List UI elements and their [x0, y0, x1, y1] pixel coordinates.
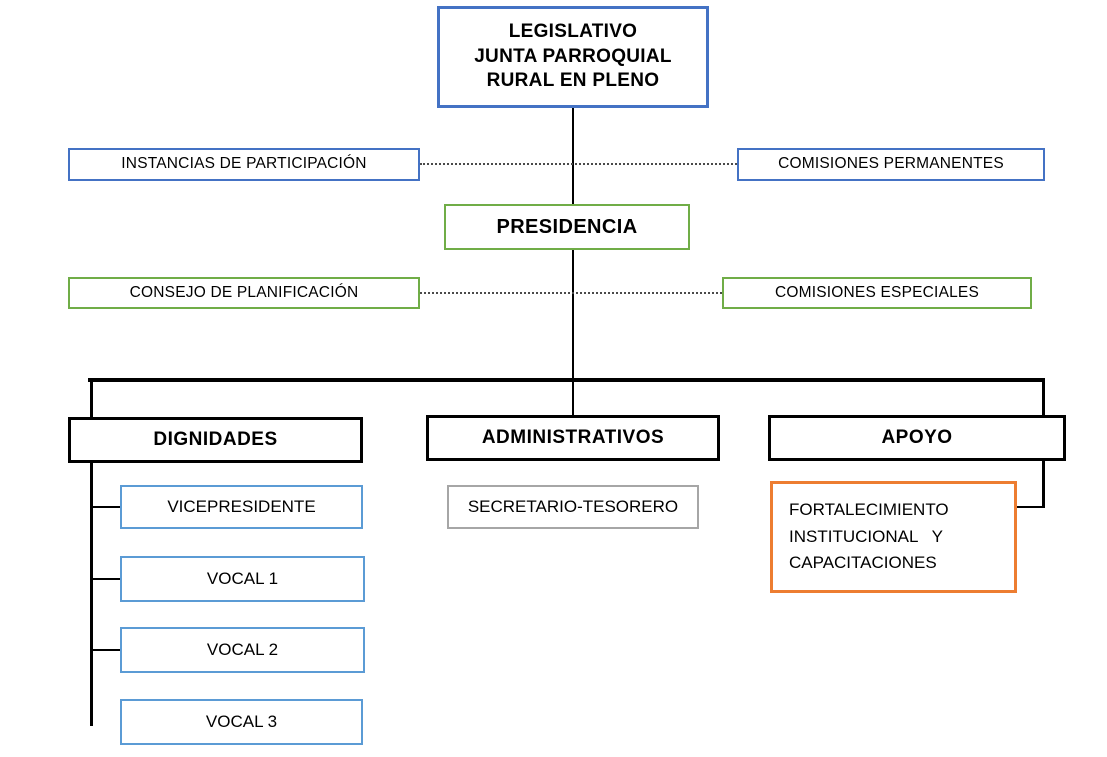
connector-apoyo-down [1042, 461, 1045, 508]
node-instancias-de-participacion[interactable]: INSTANCIAS DE PARTICIPACIÓN [68, 148, 420, 181]
node-apoyo[interactable]: APOYO [768, 415, 1066, 461]
node-fortalecimiento-line3: CAPACITACIONES [789, 553, 937, 573]
node-comisiones-especiales[interactable]: COMISIONES ESPECIALES [722, 277, 1032, 309]
node-vocal-2[interactable]: VOCAL 2 [120, 627, 365, 673]
node-fortalecimiento-institucional[interactable]: FORTALECIMIENTO INSTITUCIONAL Y CAPACITA… [770, 481, 1017, 593]
connector-presidencia-to-bus [572, 250, 574, 379]
node-secretario-tesorero-label: SECRETARIO-TESORERO [467, 496, 679, 516]
connector-dignidades-spine [90, 378, 93, 726]
node-dignidades-label: DIGNIDADES [153, 428, 278, 450]
connector-spine-to-vocal1 [92, 578, 121, 580]
node-vocal-3[interactable]: VOCAL 3 [120, 699, 363, 745]
node-instancias-label: INSTANCIAS DE PARTICIPACIÓN [121, 155, 367, 173]
node-consejo-de-planificacion[interactable]: CONSEJO DE PLANIFICACIÓN [68, 277, 420, 309]
node-vocal-3-label: VOCAL 3 [205, 711, 278, 731]
connector-bus-to-administrativos [572, 378, 574, 417]
node-presidencia[interactable]: PRESIDENCIA [444, 204, 690, 250]
connector-spine-to-vicepresidente [92, 506, 121, 508]
node-vocal-1-label: VOCAL 1 [206, 568, 279, 588]
node-comisiones-permanentes[interactable]: COMISIONES PERMANENTES [737, 148, 1045, 181]
node-comisiones-especiales-label: COMISIONES ESPECIALES [774, 283, 980, 301]
connector-spine-to-vocal2 [92, 649, 121, 651]
connector-apoyo-to-fortalecimiento [1016, 506, 1045, 508]
node-vicepresidente[interactable]: VICEPRESIDENTE [120, 485, 363, 529]
dotted-connector-instancias-comisiones [420, 163, 737, 165]
node-comisiones-permanentes-label: COMISIONES PERMANENTES [778, 155, 1004, 173]
node-vocal-1[interactable]: VOCAL 1 [120, 556, 365, 602]
node-vicepresidente-label: VICEPRESIDENTE [167, 496, 316, 516]
node-fortalecimiento-line1: FORTALECIMIENTO [789, 500, 949, 520]
node-administrativos-label: ADMINISTRATIVOS [481, 426, 665, 448]
node-legislativo[interactable]: LEGISLATIVO JUNTA PARROQUIAL RURAL EN PL… [437, 6, 709, 108]
node-legislativo-line3: RURAL EN PLENO [486, 70, 660, 92]
connector-legislativo-to-presidencia [572, 108, 574, 204]
dotted-connector-consejo-especiales [420, 292, 722, 294]
node-legislativo-line1: LEGISLATIVO [508, 20, 638, 42]
node-administrativos[interactable]: ADMINISTRATIVOS [426, 415, 720, 461]
node-vocal-2-label: VOCAL 2 [206, 639, 279, 659]
node-fortalecimiento-line2: INSTITUCIONAL Y [789, 526, 943, 546]
node-secretario-tesorero[interactable]: SECRETARIO-TESORERO [447, 485, 699, 529]
node-fortalecimiento-text: FORTALECIMIENTO INSTITUCIONAL Y CAPACITA… [789, 497, 949, 576]
node-dignidades[interactable]: DIGNIDADES [68, 417, 363, 463]
node-apoyo-label: APOYO [881, 426, 953, 448]
connector-bus-to-apoyo [1042, 378, 1045, 417]
node-consejo-label: CONSEJO DE PLANIFICACIÓN [129, 283, 359, 301]
node-presidencia-label: PRESIDENCIA [496, 216, 638, 238]
node-legislativo-line2: JUNTA PARROQUIAL [474, 45, 672, 67]
connector-horizontal-bus [88, 378, 1044, 382]
